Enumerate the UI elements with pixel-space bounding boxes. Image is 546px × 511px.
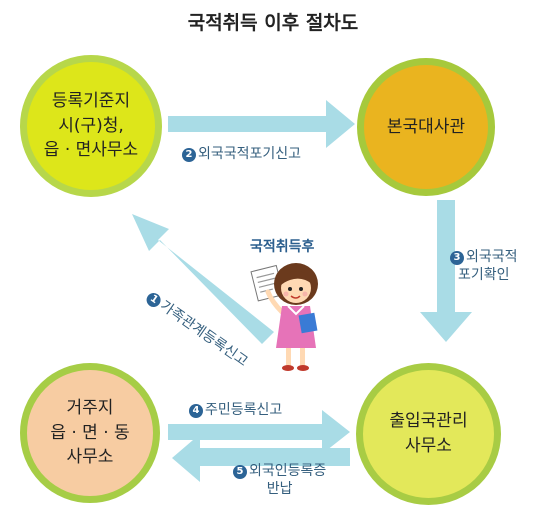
document-icon: [250, 264, 285, 302]
step-5-text-line-2: 반납: [266, 480, 293, 497]
node-immigration-line-1: 출입국관리: [389, 411, 468, 432]
arrow-step-4: [168, 410, 350, 454]
girl-illustration: [250, 263, 318, 371]
node-residence-office: 거주지 읍 · 면 · 동 사무소: [20, 363, 160, 503]
node-residence-line-1: 거주지: [66, 398, 114, 419]
node-residence-line-3: 사무소: [66, 447, 114, 468]
step-2-text: 외국국적포기신고: [198, 146, 302, 162]
node-residence-line-2: 읍 · 면 · 동: [50, 422, 130, 443]
arrow-step-2: [168, 100, 355, 148]
node-registry-line-2: 시(구)청,: [58, 115, 124, 136]
step-4-badge: 4: [189, 404, 203, 418]
arrow-step-3: [420, 200, 472, 342]
node-registry-line-1: 등록기준지: [51, 91, 131, 112]
step-3-text-line-2: 포기확인: [458, 266, 510, 283]
diagram-title: 국적취득 이후 절차도: [187, 12, 359, 34]
node-embassy-line-1: 본국대사관: [386, 116, 466, 137]
step-4-text: 주민등록신고: [205, 402, 283, 418]
node-immigration-office: 출입국관리 사무소: [356, 363, 501, 505]
center-label: 국적취득후: [250, 239, 315, 255]
step-5-badge: 5: [233, 465, 247, 479]
arrow-step-5: [172, 434, 350, 482]
step-3-badge: 3: [450, 251, 464, 265]
node-registry-line-3: 읍 · 면사무소: [43, 140, 139, 161]
arrow-step-1: [132, 214, 274, 344]
step-3-text: 외국국적: [466, 249, 518, 265]
step-2-badge: 2: [182, 148, 196, 162]
node-embassy: 본국대사관: [357, 58, 495, 196]
step-5-text: 외국인등록증: [249, 463, 327, 479]
node-immigration-line-2: 사무소: [405, 436, 452, 456]
node-registry-office: 등록기준지 시(구)청, 읍 · 면사무소: [20, 55, 162, 197]
